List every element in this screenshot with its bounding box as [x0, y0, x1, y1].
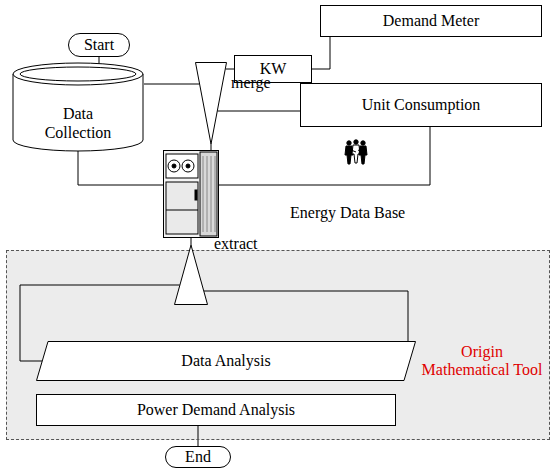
database-cylinder-part: [20, 67, 136, 81]
shape-caption: Energy Data Base: [290, 204, 405, 222]
tool-region: Origin Mathematical ToolextractData Anal…: [6, 250, 550, 440]
node-label: Power Demand Analysis: [137, 401, 295, 419]
server-icon-outline: [163, 150, 219, 238]
server-icon-part: [211, 156, 212, 232]
connector-line: [312, 37, 330, 69]
database-cylinder-part: [13, 74, 143, 151]
node-label: Data Collection: [32, 105, 124, 142]
connector-line: [219, 127, 430, 185]
server-icon-part: [200, 152, 217, 236]
connector-line: [78, 151, 163, 185]
process-box: Power Demand Analysis: [36, 394, 396, 426]
database-cylinder-part: [13, 63, 143, 85]
process-box: Unit Consumption: [300, 83, 542, 127]
database-cylinder: Data Collection: [12, 62, 144, 152]
shape-caption: merge: [231, 74, 271, 92]
connector-line: [217, 111, 300, 112]
server-icon-part: [168, 160, 180, 172]
server-icon-part: [166, 182, 198, 234]
server-icon-part: [172, 164, 176, 168]
connector-line: [99, 57, 100, 64]
server-icon-part: [186, 164, 190, 168]
node-label: Start: [84, 36, 114, 54]
server-icon-part: [207, 156, 208, 232]
process-box: Demand Meter: [320, 5, 542, 37]
node-label: End: [185, 448, 211, 466]
extract-triangle: extract: [174, 245, 208, 305]
connector-line: [211, 144, 212, 150]
data-parallelogram-part: [37, 342, 416, 381]
server-icon-part: [164, 151, 219, 238]
connector-line: [226, 69, 234, 70]
people-icon: [345, 140, 367, 164]
region-fill: [6, 250, 550, 440]
server-icon: Energy Data Base: [163, 150, 219, 238]
server-icon-part: [195, 190, 197, 200]
data-parallelogram: Data Analysis: [36, 341, 416, 381]
node-label: Demand Meter: [383, 12, 479, 30]
merge-triangle-outline: [195, 62, 227, 144]
server-icon-part: [166, 210, 198, 211]
server-icon-part: [166, 154, 198, 178]
connector-line: [144, 84, 199, 85]
end-terminal: End: [165, 446, 231, 468]
shape-caption: Origin Mathematical Tool: [417, 343, 547, 380]
merge-triangle-part: [196, 63, 227, 145]
start-terminal: Start: [68, 33, 130, 57]
node-label: Unit Consumption: [362, 96, 481, 114]
server-icon-part: [215, 156, 216, 232]
node-label: Data Analysis: [181, 352, 270, 370]
connector-line: [198, 426, 199, 446]
extract-triangle-outline: [174, 245, 208, 305]
merge-triangle: merge: [195, 62, 227, 144]
connector-line: [204, 291, 408, 341]
server-icon-part: [182, 160, 194, 172]
extract-triangle-part: [175, 245, 208, 305]
shape-caption: extract: [214, 235, 258, 253]
server-icon-part: [203, 156, 204, 232]
